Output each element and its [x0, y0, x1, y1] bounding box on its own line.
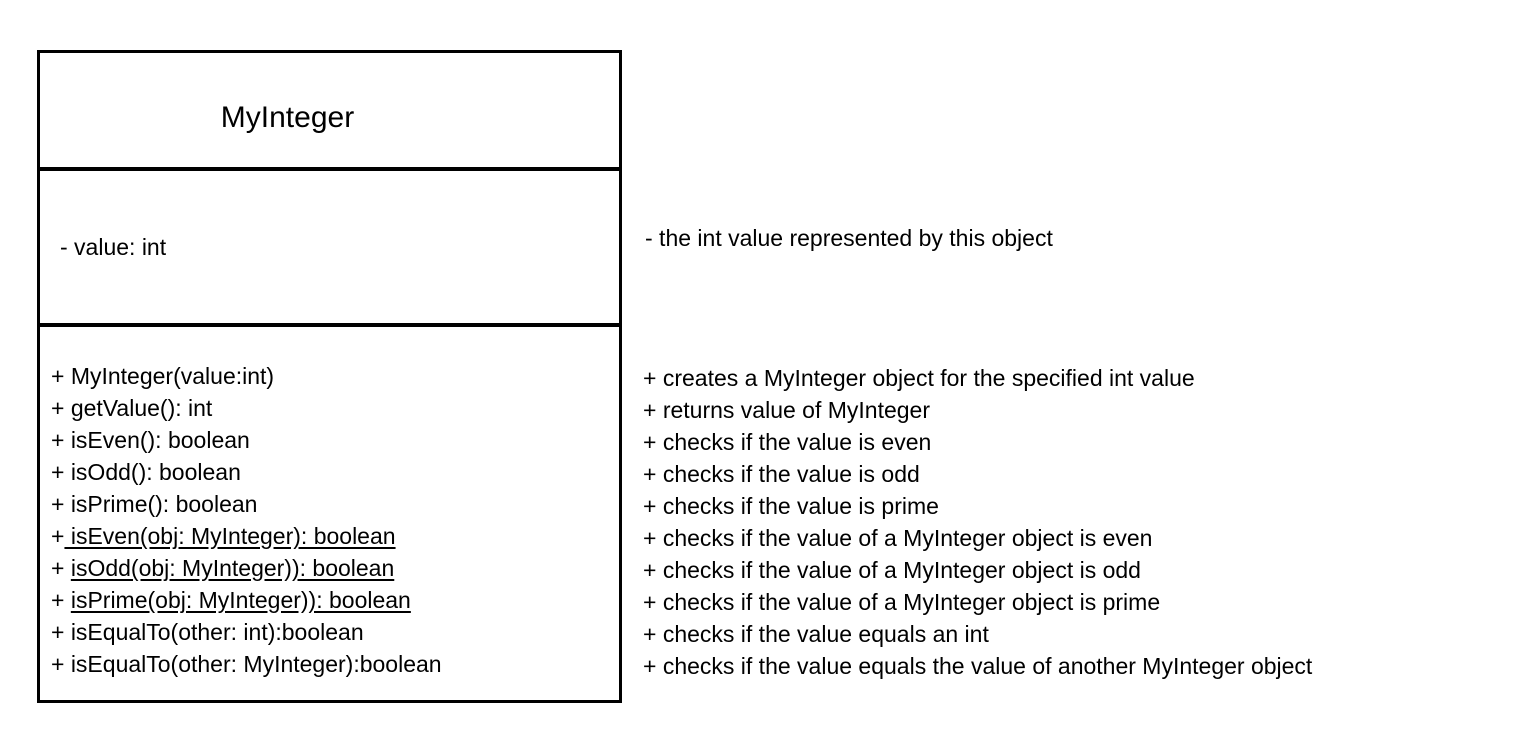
method-annotation: + checks if the value equals an int [643, 621, 989, 647]
method-annotation: + creates a MyInteger object for the spe… [643, 365, 1195, 391]
method-static-text: isOdd(obj: MyInteger)): boolean [70, 555, 395, 581]
method-annotation: + checks if the value is odd [643, 461, 920, 487]
method-text: + [51, 555, 71, 581]
method-static-text: isPrime(obj: MyInteger)): boolean [70, 587, 411, 613]
method-static-text: isEven(obj: MyInteger): boolean [64, 523, 396, 549]
method-annotations: + creates a MyInteger object for the spe… [643, 362, 1312, 682]
method-line: + isEqualTo(other: MyInteger):boolean [51, 648, 619, 680]
method-annotation: + checks if the value is even [643, 429, 932, 455]
class-name-compartment: MyInteger [40, 53, 619, 171]
method-text: + isPrime(): boolean [51, 491, 258, 517]
method-text: + isEqualTo(other: MyInteger):boolean [51, 651, 442, 677]
method-line: + isEqualTo(other: int):boolean [51, 616, 619, 648]
method-annotation: + checks if the value of a MyInteger obj… [643, 525, 1153, 551]
method-text: + isEqualTo(other: int):boolean [51, 619, 364, 645]
method-annotation: + returns value of MyInteger [643, 397, 931, 423]
method-text: + [51, 587, 71, 613]
method-line: + isEven(): boolean [51, 424, 619, 456]
method-line: + isOdd(obj: MyInteger)): boolean [51, 552, 619, 584]
method-text: + getValue(): int [51, 395, 213, 421]
method-line: + isOdd(): boolean [51, 456, 619, 488]
method-line: + MyInteger(value:int) [51, 360, 619, 392]
uml-class-box: MyInteger - value: int + MyInteger(value… [37, 50, 622, 703]
attribute-line: - value: int [60, 233, 167, 260]
attribute-annotation: - the int value represented by this obje… [645, 225, 1053, 251]
method-line: + isPrime(obj: MyInteger)): boolean [51, 584, 619, 616]
methods-compartment: + MyInteger(value:int) + getValue(): int… [40, 327, 619, 700]
method-text: + isEven(): boolean [51, 427, 250, 453]
method-annotation: + checks if the value of a MyInteger obj… [643, 557, 1141, 583]
method-text: + isOdd(): boolean [51, 459, 241, 485]
method-line: + isPrime(): boolean [51, 488, 619, 520]
method-text: + MyInteger(value:int) [51, 363, 275, 389]
method-text: + [51, 523, 65, 549]
method-line: + getValue(): int [51, 392, 619, 424]
method-line: + isEven(obj: MyInteger): boolean [51, 520, 619, 552]
class-name: MyInteger [220, 101, 355, 134]
attributes-compartment: - value: int [40, 171, 619, 327]
method-annotation: + checks if the value is prime [643, 493, 939, 519]
method-annotation: + checks if the value of a MyInteger obj… [643, 589, 1161, 615]
method-annotation: + checks if the value equals the value o… [643, 653, 1313, 679]
